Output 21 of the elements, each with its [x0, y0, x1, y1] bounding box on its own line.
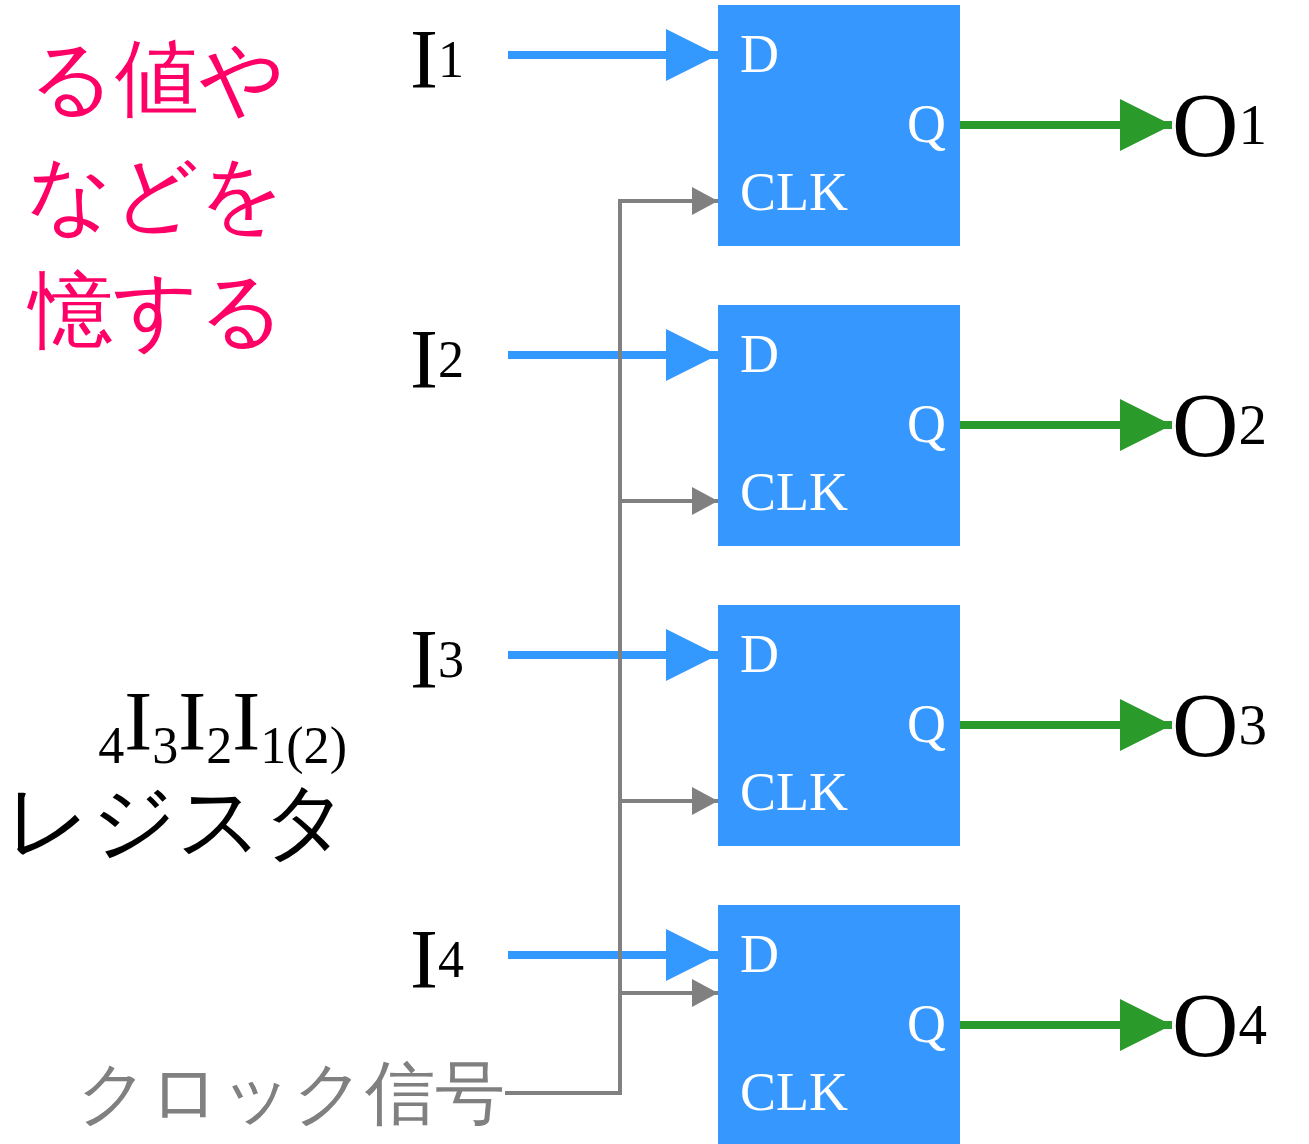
port-label: Q [907, 697, 946, 751]
flip-flop-box [718, 5, 960, 246]
port-label: D [740, 927, 779, 981]
port-label: Q [907, 397, 946, 451]
port-label: Q [907, 997, 946, 1051]
port-label: Q [907, 97, 946, 151]
arrow [505, 979, 718, 1095]
flip-flop-box [718, 305, 960, 546]
annotation-text: レジスタ [5, 780, 349, 864]
port-label: CLK [740, 765, 848, 819]
port-label: D [740, 27, 779, 81]
port-label: D [740, 327, 779, 381]
annotation-text: る値や [29, 36, 285, 120]
flip-flop-box [718, 905, 960, 1144]
port-label: CLK [740, 1065, 848, 1119]
port-label: CLK [740, 165, 848, 219]
port-label: CLK [740, 465, 848, 519]
flip-flop-box [718, 605, 960, 846]
signal-label: クロック信号 [0, 1050, 505, 1136]
port-label: D [740, 627, 779, 681]
annotation-text: $_{4}$I$_{3}$I$_{2}$I$_{1(2)}$ [98, 680, 347, 773]
